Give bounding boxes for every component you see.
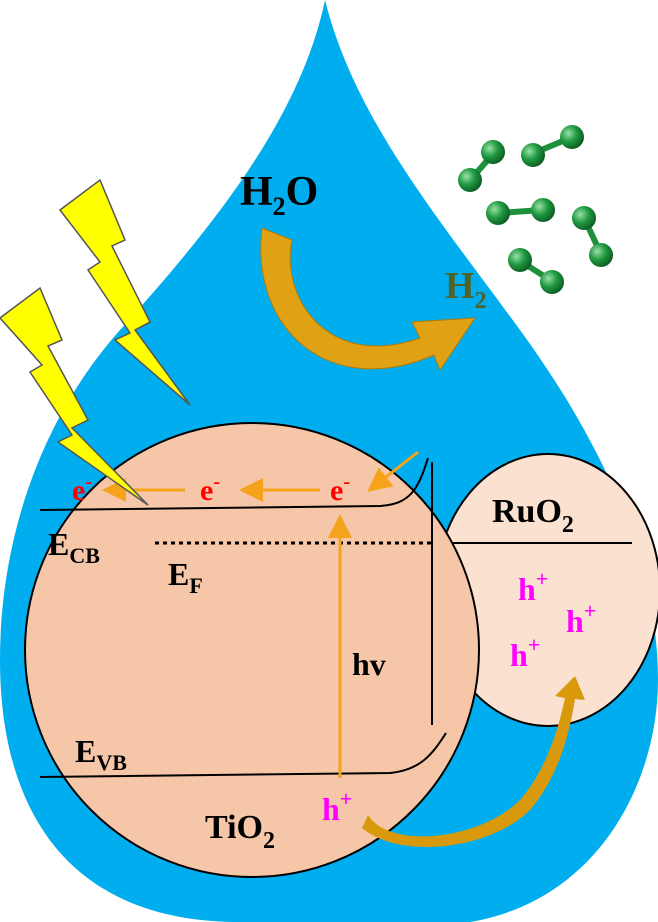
- h2-molecule-icon: [508, 248, 564, 294]
- ecb-label: ECB: [48, 526, 100, 568]
- hole-label: h+: [566, 598, 596, 639]
- evb-label: EVB: [75, 733, 127, 775]
- tio2-label: TiO2: [205, 809, 275, 854]
- ef-label: EF: [168, 556, 203, 598]
- electron-label: e-: [200, 471, 220, 507]
- valence-band-line: [39, 732, 447, 778]
- tio2-particle: [24, 422, 480, 878]
- electron-label: e-: [330, 471, 350, 507]
- lightning-bolt-icon: [0, 286, 149, 506]
- hole-label: h+: [322, 786, 352, 827]
- electron-label: e-: [72, 471, 92, 507]
- hv-label: hv: [352, 646, 386, 682]
- water-to-hydrogen-arrow: [260, 227, 476, 372]
- hole-transfer-arrow: [362, 676, 585, 848]
- conduction-band-line: [39, 457, 429, 511]
- hole-label: h+: [510, 632, 540, 673]
- holes: h+ h+ h+ h+: [322, 566, 596, 827]
- h2-molecule-icon: [572, 206, 613, 267]
- h2-molecule-icon: [458, 140, 505, 192]
- h2-molecule-icon: [486, 198, 555, 225]
- lightning-bolt-icon: [58, 178, 191, 406]
- hydrogen-label: H2: [445, 265, 487, 314]
- water-label: H2O: [240, 169, 318, 221]
- hydrogen-molecules: [458, 125, 613, 294]
- h2-molecule-icon: [521, 125, 584, 167]
- electron-transfer-arrow: [367, 450, 419, 492]
- electrons: e- e- e-: [72, 471, 350, 507]
- hole-label: h+: [518, 566, 548, 607]
- ruo2-label: RuO2: [492, 493, 574, 538]
